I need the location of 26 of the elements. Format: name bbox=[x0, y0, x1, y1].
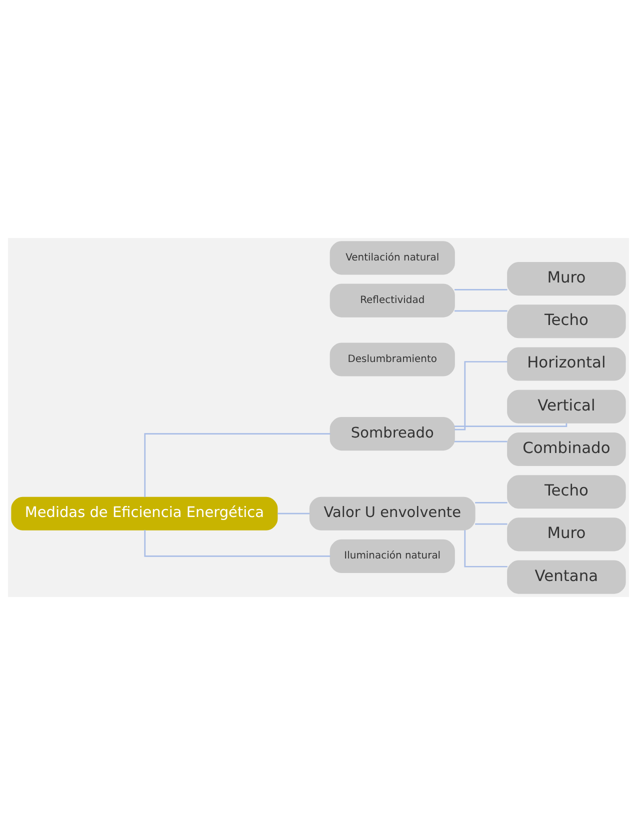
node-box: Valor U envolvente bbox=[309, 496, 476, 530]
node-box: Muro bbox=[507, 517, 626, 551]
connector bbox=[144, 432, 330, 497]
connector bbox=[454, 422, 568, 426]
node-box: Iluminación natural bbox=[330, 538, 455, 572]
node-box: Techo bbox=[507, 304, 626, 338]
node-box: Sombreado bbox=[330, 416, 455, 450]
node-box: Ventilación natural bbox=[330, 240, 455, 274]
node-box: Medidas de Eficiencia Energética bbox=[11, 496, 278, 530]
connector bbox=[454, 360, 508, 430]
node-box: Vertical bbox=[507, 389, 626, 423]
connector bbox=[454, 288, 508, 290]
connector bbox=[475, 522, 508, 524]
connector bbox=[475, 502, 508, 503]
connector bbox=[144, 529, 330, 556]
connector bbox=[454, 310, 508, 312]
connector bbox=[277, 512, 310, 514]
node-box: Combinado bbox=[507, 432, 626, 466]
node-box: Ventana bbox=[507, 560, 626, 594]
node-box: Deslumbramiento bbox=[330, 342, 455, 376]
node-box: Muro bbox=[507, 262, 626, 296]
node-box: Horizontal bbox=[507, 346, 626, 380]
node-box: Techo bbox=[507, 474, 626, 508]
node-box: Reflectividad bbox=[330, 283, 455, 317]
connector bbox=[464, 530, 508, 567]
connector bbox=[454, 440, 508, 442]
